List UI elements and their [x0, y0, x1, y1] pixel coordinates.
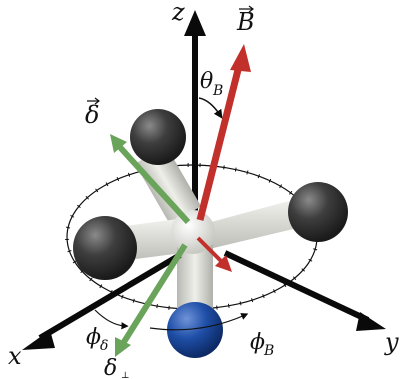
phi-b-subscript: B: [263, 343, 274, 359]
theta-label-subscript: B: [212, 83, 223, 99]
delta-perp-vector: [115, 243, 188, 357]
phi-delta-arc: [94, 309, 129, 330]
theta-b-arc: [198, 97, 223, 119]
delta-perp-letter: δ: [104, 356, 117, 379]
z-axis-label: z: [171, 0, 185, 26]
left-sphere: [73, 216, 190, 280]
delta-label-arrow-accent: [87, 97, 100, 105]
phi-delta-label: ϕ δ: [86, 325, 108, 354]
top-sphere: [130, 109, 202, 225]
delta-label-letter: δ: [85, 101, 99, 129]
theta-label-letter: θ: [200, 69, 213, 94]
y-axis-label: y: [384, 328, 399, 356]
delta-perp-subscript: ⊥: [121, 371, 129, 379]
bottom-sphere: [167, 245, 223, 358]
delta-vector: [110, 134, 191, 225]
x-axis: [22, 252, 182, 350]
b-label-arrow-accent: [239, 5, 254, 13]
right-sphere: [200, 182, 348, 250]
phi-delta-subscript: δ: [100, 338, 108, 354]
delta-perp-label: δ ⊥: [104, 356, 129, 379]
b-projection-arrow: [196, 236, 232, 272]
phi-b-arc: [149, 313, 249, 331]
delta-vector-label: δ: [85, 97, 100, 129]
phi-delta-letter: ϕ: [86, 325, 101, 350]
theta-b-label: θ B: [200, 69, 223, 99]
x-axis-label: x: [8, 342, 22, 370]
b-vector: [196, 44, 251, 221]
b-vector-label: B: [236, 5, 255, 36]
phi-b-letter: ϕ: [250, 330, 265, 355]
b-label-letter: B: [236, 8, 255, 36]
phi-b-label: ϕ B: [250, 330, 274, 359]
y-axis: [223, 250, 386, 331]
